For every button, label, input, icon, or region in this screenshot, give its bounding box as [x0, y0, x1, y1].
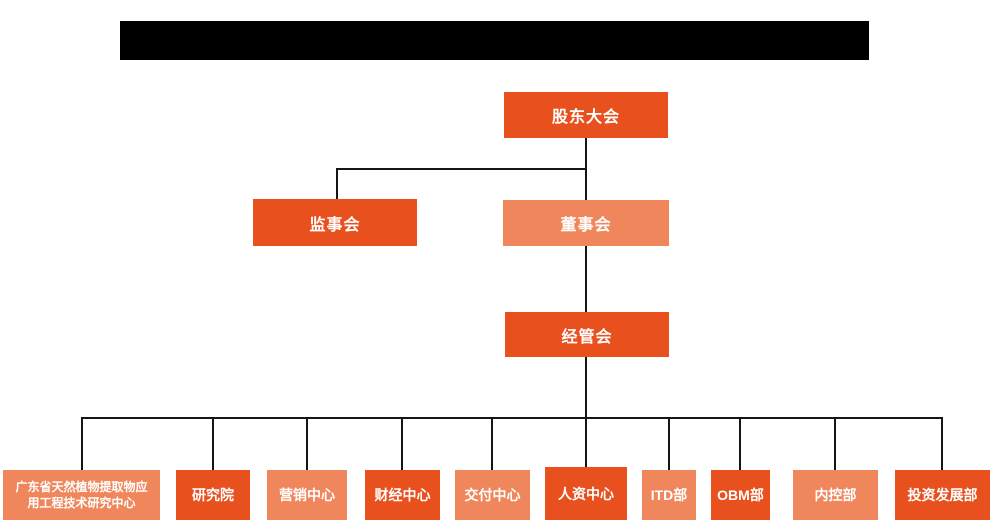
node-dept-research-institute-label: 研究院 [192, 487, 234, 503]
node-dept-internal-control-label: 内控部 [814, 487, 857, 503]
connector-stub-dept-0 [81, 417, 83, 470]
connector-board-management [585, 246, 587, 312]
connector-stub-dept-7 [739, 417, 741, 470]
connector-stub-dept-2 [306, 417, 308, 470]
node-dept-research-center-line1: 广东省天然植物提取物应 [15, 479, 148, 494]
node-board-of-directors: 董事会 [503, 200, 669, 246]
connector-stub-dept-5 [585, 417, 587, 467]
connector-stub-dept-3 [401, 417, 403, 470]
node-dept-itd: ITD部 [642, 470, 696, 520]
node-management-committee: 经管会 [505, 312, 669, 357]
node-dept-internal-control: 内控部 [793, 470, 878, 520]
node-dept-obm-label: OBM部 [717, 487, 764, 503]
node-dept-research-center: 广东省天然植物提取物应 用工程技术研究中心 [3, 470, 160, 520]
redacted-title-bar [120, 21, 869, 60]
connector-bus-horizontal [81, 417, 943, 419]
connector-management-bus [585, 357, 587, 418]
node-dept-investment-development: 投资发展部 [895, 470, 990, 520]
node-management-committee-label: 经管会 [561, 328, 613, 346]
node-dept-itd-label: ITD部 [650, 487, 688, 503]
node-shareholders-meeting: 股东大会 [504, 92, 668, 138]
connector-stub-dept-9 [941, 417, 943, 470]
node-dept-research-institute: 研究院 [176, 470, 250, 520]
node-shareholders-meeting-label: 股东大会 [551, 109, 620, 126]
node-dept-investment-development-label: 投资发展部 [907, 487, 978, 503]
connector-supervisory-drop [336, 168, 338, 199]
node-board-of-directors-label: 董事会 [560, 217, 612, 234]
node-dept-delivery-center-label: 交付中心 [464, 487, 521, 503]
connector-stub-dept-4 [491, 417, 493, 470]
connector-stub-dept-6 [668, 417, 670, 470]
node-dept-delivery-center: 交付中心 [455, 470, 530, 520]
connector-stub-dept-1 [212, 417, 214, 470]
node-supervisory-board-label: 监事会 [309, 216, 361, 234]
connector-root-drop [585, 138, 587, 169]
node-dept-hr-center-label: 人资中心 [558, 485, 614, 502]
connector-branch-horizontal [336, 168, 587, 170]
node-dept-marketing-center-label: 营销中心 [279, 487, 335, 503]
node-dept-finance-center-label: 财经中心 [374, 487, 431, 503]
connector-stub-dept-8 [834, 417, 836, 470]
node-dept-hr-center: 人资中心 [545, 467, 627, 520]
connector-board-drop [585, 168, 587, 201]
node-supervisory-board: 监事会 [253, 199, 417, 246]
node-dept-obm: OBM部 [711, 470, 770, 520]
node-dept-research-center-label: 广东省天然植物提取物应 用工程技术研究中心 [15, 479, 147, 511]
node-dept-finance-center: 财经中心 [365, 470, 440, 520]
node-dept-marketing-center: 营销中心 [267, 470, 347, 520]
node-dept-research-center-line2: 用工程技术研究中心 [27, 496, 136, 510]
